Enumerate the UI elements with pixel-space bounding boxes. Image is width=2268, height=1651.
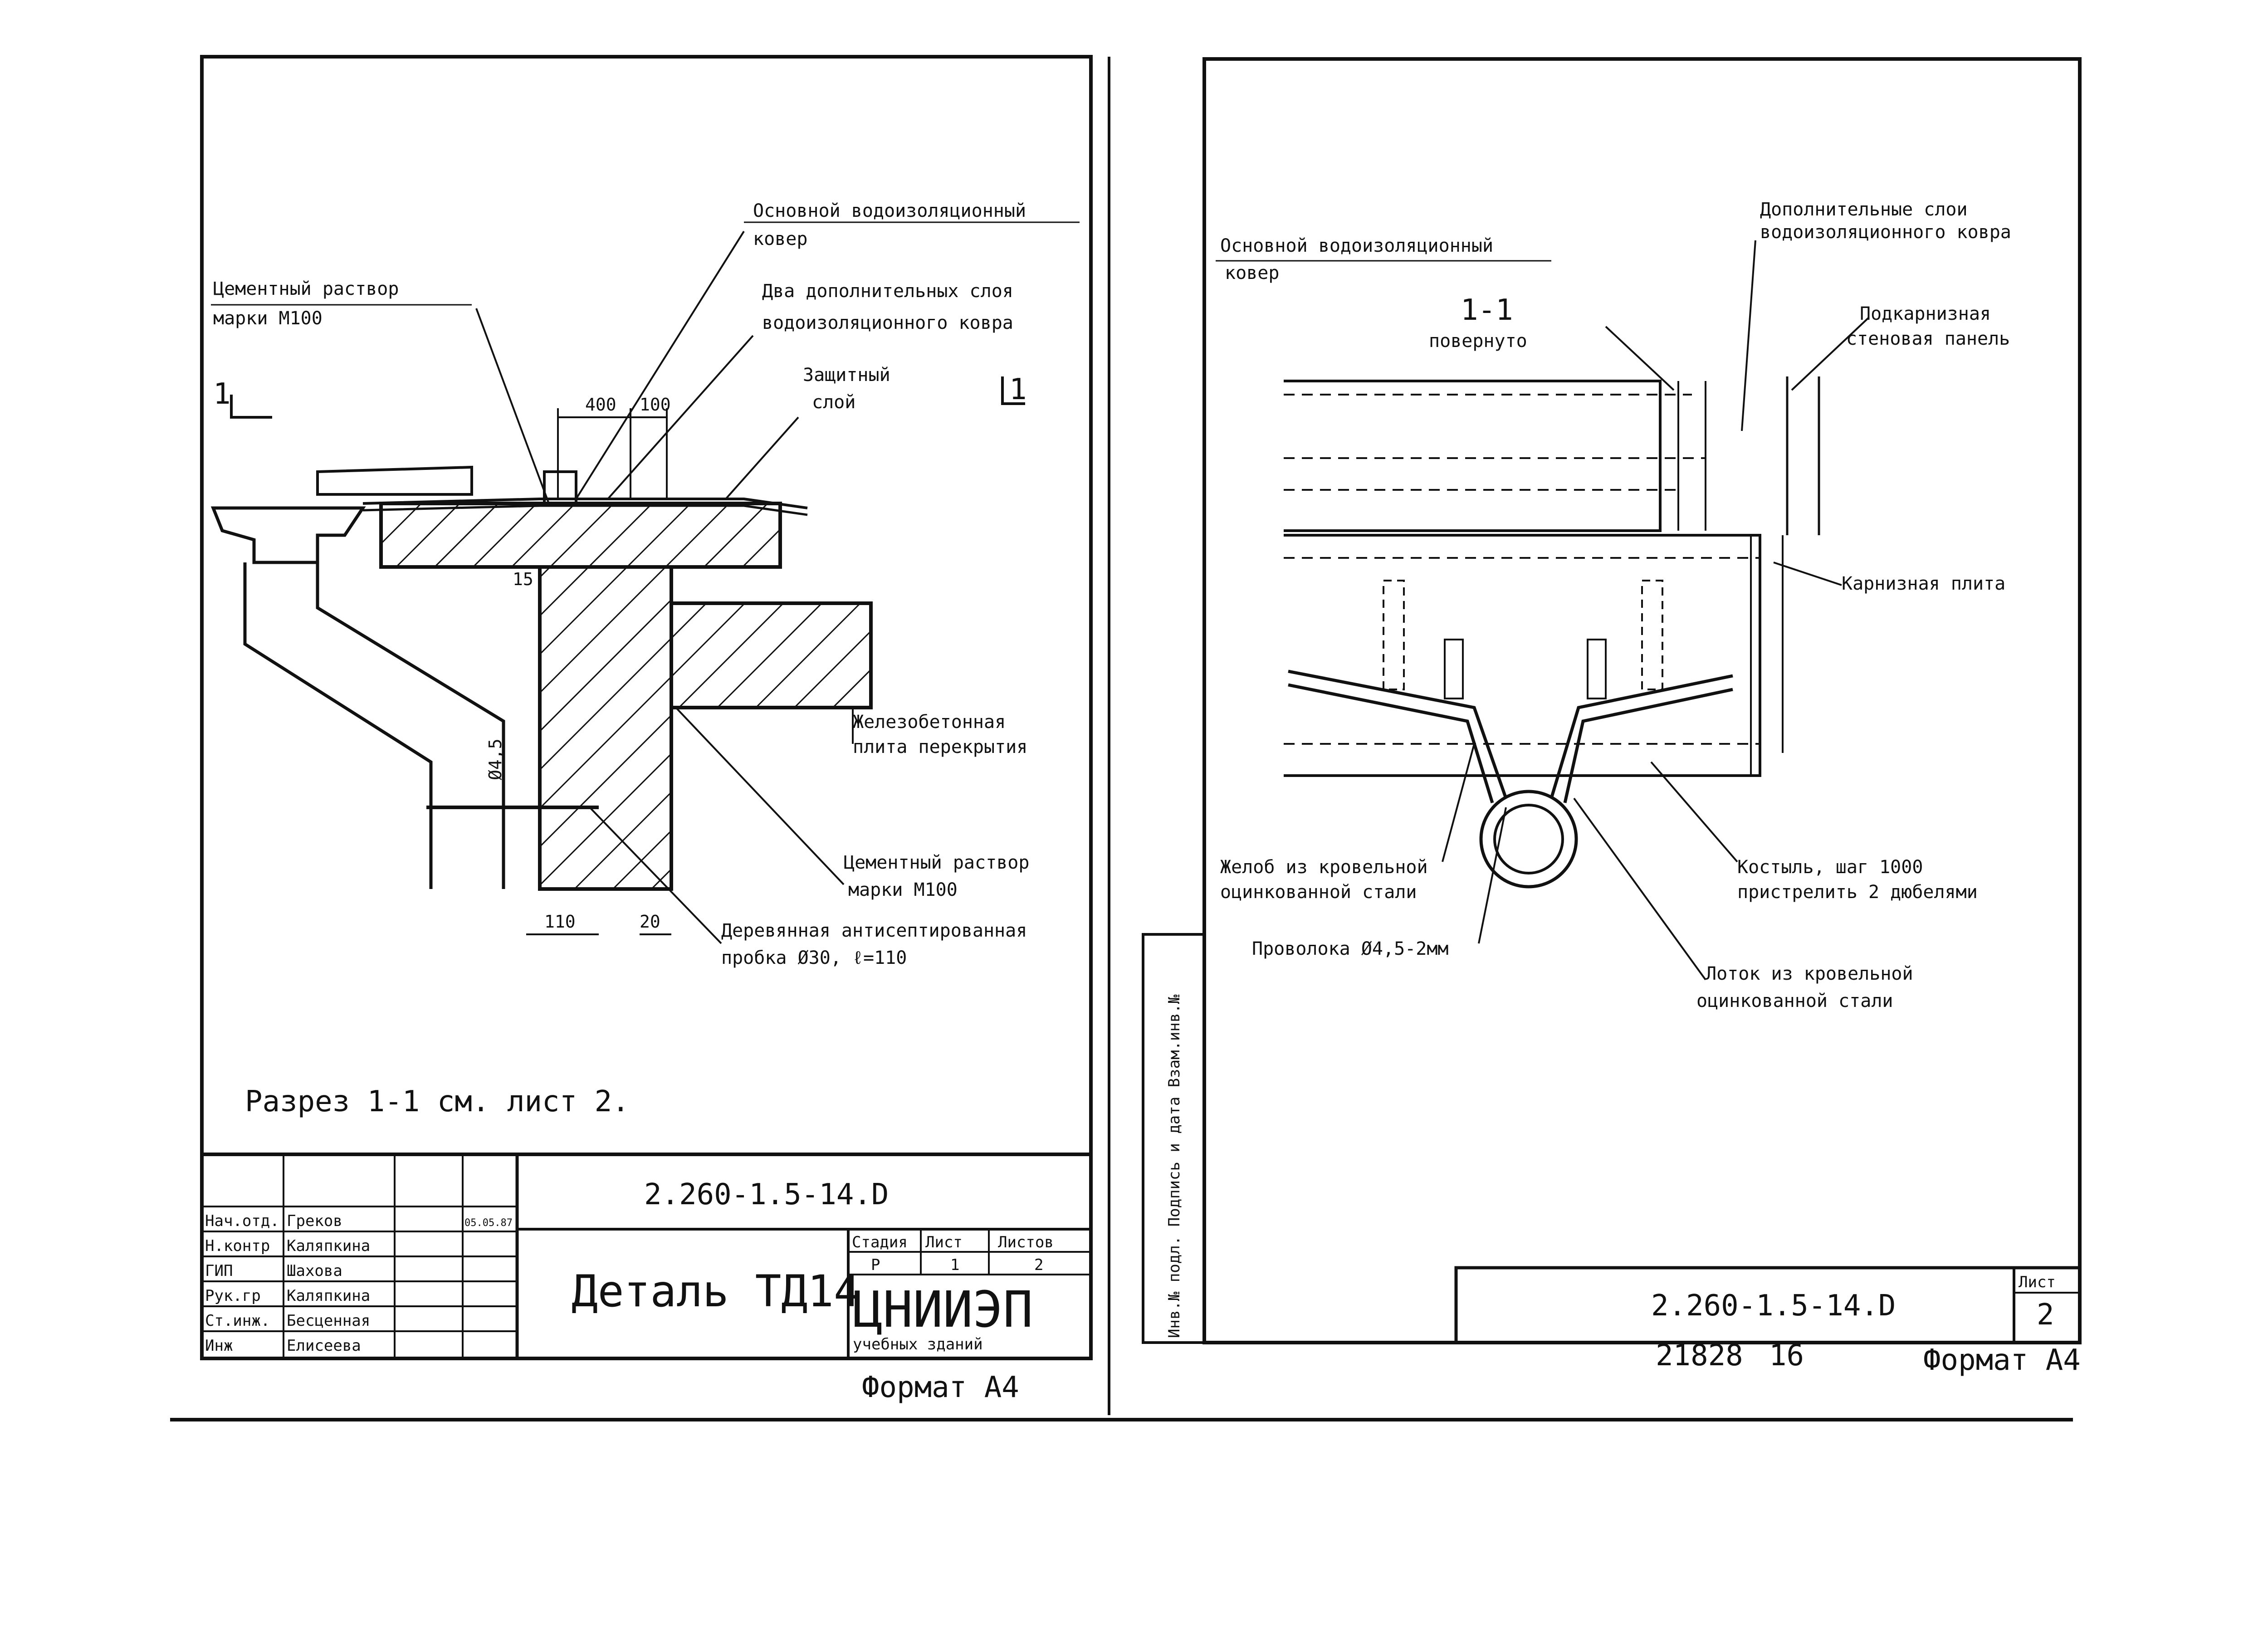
name-0: Греков xyxy=(287,1212,342,1230)
label-main-carpet-1: Основной водоизоляционный xyxy=(753,200,1026,221)
label-rc-slab-1: Железобетонная xyxy=(853,712,1006,733)
label-wire: Проволока Ø4,5-2мм xyxy=(1252,938,1448,959)
cornice-slab xyxy=(379,502,782,569)
detail-title: Деталь ТД14 xyxy=(572,1266,860,1317)
label-cement-top-2: марки М100 xyxy=(213,308,323,329)
sheet-header: Лист xyxy=(925,1233,963,1251)
label-plug-1: Деревянная антисептированная xyxy=(721,920,1027,941)
name-5: Елисеева xyxy=(287,1337,361,1355)
doc-code: 2.260-1.5-14.D xyxy=(644,1178,889,1211)
label-wall-panel-1: Подкарнизная xyxy=(1860,303,1991,324)
top-profile xyxy=(316,465,473,496)
section-drawing xyxy=(210,230,1025,944)
name-3: Каляпкина xyxy=(287,1287,370,1305)
label-protective-1: Защитный xyxy=(803,365,890,386)
name-2: Шахова xyxy=(287,1262,342,1280)
section-mark-left: 1 xyxy=(213,377,231,411)
label-tray-2: оцинкованной стали xyxy=(1696,991,1893,1011)
inv-number: 21828 xyxy=(1656,1339,1743,1373)
downpipe xyxy=(243,562,505,889)
stage-value: Р xyxy=(871,1256,880,1274)
dim-100: 100 xyxy=(640,395,671,415)
section-mark-right: 1 xyxy=(1009,373,1027,406)
rc-floor-slab xyxy=(670,601,873,709)
label-rs-main-carpet-2: ковер xyxy=(1225,263,1279,283)
dim-400: 400 xyxy=(585,395,616,415)
label-plug-2: пробка Ø30, ℓ=110 xyxy=(721,948,907,968)
section-number: 1-1 xyxy=(1461,293,1513,327)
label-crutch-1: Костыль, шаг 1000 xyxy=(1737,857,1923,878)
rs-sheet-value: 2 xyxy=(2037,1298,2054,1332)
side-stamp-text: Инв.№ подл. Подпись и дата Взам.инв.№ xyxy=(1165,994,1183,1338)
label-cement-top-1: Цементный раствор xyxy=(213,278,399,299)
dim-15: 15 xyxy=(513,569,533,589)
left-title-block: Нач.отд. Греков Н.контр Каляпкина ГИП Ша… xyxy=(200,1153,1093,1360)
rs-doc-code: 2.260-1.5-14.D xyxy=(1651,1289,1896,1323)
section-rotated: повернуто xyxy=(1429,331,1527,352)
right-title-block: 2.260-1.5-14.D Лист 2 xyxy=(1454,1266,2082,1344)
right-sheet: Инв.№ подл. Подпись и дата Взам.инв.№ xyxy=(1142,57,2082,1377)
right-format: Формат А4 xyxy=(1923,1343,2081,1377)
role-3: Рук.гр xyxy=(205,1287,261,1305)
name-1: Каляпкина xyxy=(287,1237,370,1255)
dim-d45: Ø4,5 xyxy=(485,738,505,780)
role-1: Н.контр xyxy=(205,1237,270,1255)
label-two-layers-2: водоизоляционного ковра xyxy=(762,313,1013,333)
label-cement-bottom-1: Цементный раствор xyxy=(844,852,1029,873)
sheet-value: 1 xyxy=(950,1256,959,1274)
label-crutch-2: пристрелить 2 дюбелями xyxy=(1737,882,1978,903)
org-sub: учебных зданий xyxy=(853,1335,983,1353)
date-cell: 05.05.87 xyxy=(464,1217,513,1229)
gutter xyxy=(210,506,366,564)
section-1-1-drawing xyxy=(1284,240,1870,981)
parapet-cap xyxy=(543,470,577,505)
left-sheet: Основной водоизоляционный ковер Два допо… xyxy=(200,55,1093,1404)
role-4: Ст.инж. xyxy=(205,1312,270,1330)
label-rc-slab-2: плита перекрытия xyxy=(853,737,1027,757)
sheets-value: 2 xyxy=(1034,1256,1043,1274)
org-name: ЦНИИЭП xyxy=(853,1280,1033,1338)
side-stamp xyxy=(1142,933,1206,1344)
stage-header: Стадия xyxy=(852,1233,908,1251)
label-cement-bottom-2: марки М100 xyxy=(848,879,958,900)
role-0: Нач.отд. xyxy=(205,1212,279,1230)
drain-pipe xyxy=(1479,790,1578,889)
dim-110: 110 xyxy=(544,912,576,932)
left-format: Формат А4 xyxy=(862,1371,1019,1404)
label-extra-layers-2: водоизоляционного ковра xyxy=(1760,222,2011,243)
label-main-carpet-2: ковер xyxy=(753,229,807,249)
inv-suffix: 16 xyxy=(1769,1339,1804,1373)
label-protective-2: слой xyxy=(812,392,855,413)
label-extra-layers-1: Дополнительные слои xyxy=(1760,199,1968,220)
name-4: Бесценная xyxy=(287,1312,370,1330)
role-2: ГИП xyxy=(205,1262,233,1280)
rs-sheet-header: Лист xyxy=(2019,1273,2056,1291)
label-gutter-1: Желоб из кровельной xyxy=(1220,857,1428,878)
label-two-layers-1: Два дополнительных слоя xyxy=(762,281,1013,302)
label-wall-panel-2: стеновая панель xyxy=(1846,328,2010,349)
label-tray-1: Лоток из кровельной xyxy=(1706,963,1913,984)
dim-20: 20 xyxy=(640,912,660,932)
role-5: Инж xyxy=(205,1337,233,1355)
wall-block xyxy=(538,565,673,891)
label-cornice-slab: Карнизная плита xyxy=(1842,573,2005,594)
label-gutter-2: оцинкованной стали xyxy=(1220,882,1417,903)
sheets-header: Листов xyxy=(998,1233,1054,1251)
note-section: Разрез 1-1 см. лист 2. xyxy=(245,1085,630,1119)
label-rs-main-carpet-1: Основной водоизоляционный xyxy=(1220,235,1493,256)
